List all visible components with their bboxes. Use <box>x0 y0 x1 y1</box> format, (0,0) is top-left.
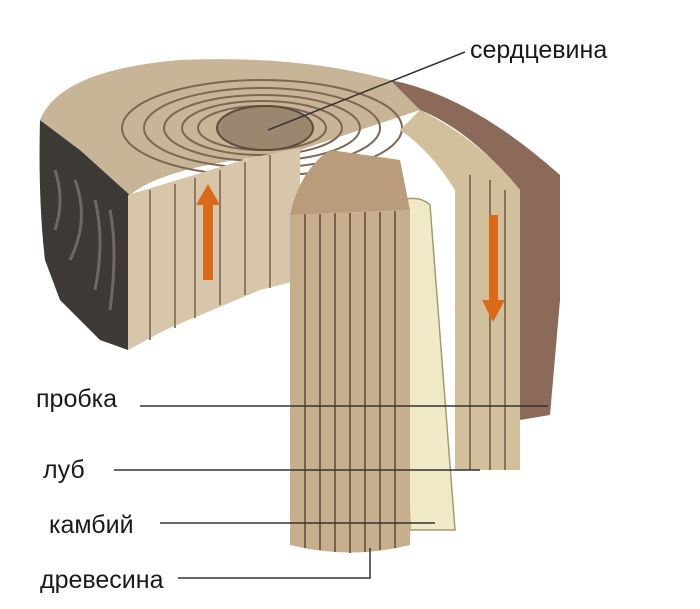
bark-left <box>39 120 130 350</box>
arrow-down <box>489 215 498 305</box>
core <box>216 105 314 151</box>
leader-lines <box>114 51 548 579</box>
label-cork: пробка <box>36 385 118 413</box>
label-wood: древесина <box>40 566 164 594</box>
label-cambium: камбий <box>49 511 134 539</box>
label-core: сердцевина <box>470 36 608 64</box>
bark-right <box>390 80 560 420</box>
leader-core <box>267 51 466 131</box>
label-bast: луб <box>43 456 85 484</box>
leader-wood <box>178 548 371 579</box>
arrow-up <box>203 200 213 280</box>
wood-left-face <box>128 148 300 350</box>
